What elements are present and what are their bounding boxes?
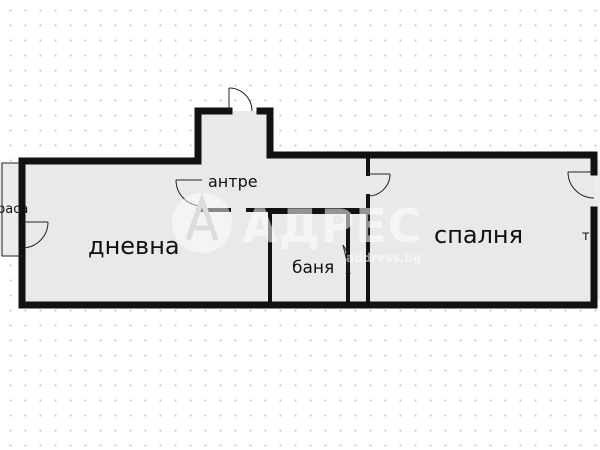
terrace-left-outline <box>1 162 22 257</box>
room-label-terrace-right: те <box>582 229 598 244</box>
room-label-terrace-left: раса <box>0 202 28 217</box>
front-door <box>228 87 253 112</box>
terrace-right-door <box>567 171 595 199</box>
watermark-url: address.bg <box>346 251 421 265</box>
room-labels: дневна спалня баня антре раса те <box>0 172 598 278</box>
room-label-bedroom: спалня <box>434 221 523 249</box>
bedroom-door <box>367 173 391 197</box>
room-label-bathroom: баня <box>292 258 334 278</box>
watermark: АДРЕС address.bg <box>172 192 422 265</box>
wall-entry-bay-right-and-top <box>256 107 598 159</box>
terrace-left-floor <box>0 163 22 256</box>
watermark-brand: АДРЕС <box>242 199 422 253</box>
room-label-living-room: дневна <box>88 232 180 260</box>
watermark-logo-mark <box>185 192 219 241</box>
terrace-left-door <box>21 221 49 249</box>
wall-top-left-and-entry-bay <box>18 107 598 309</box>
bathroom-door <box>342 244 351 275</box>
room-label-entrance: антре <box>208 172 258 191</box>
terrace-outlines <box>1 162 22 257</box>
exterior-walls <box>18 107 598 309</box>
